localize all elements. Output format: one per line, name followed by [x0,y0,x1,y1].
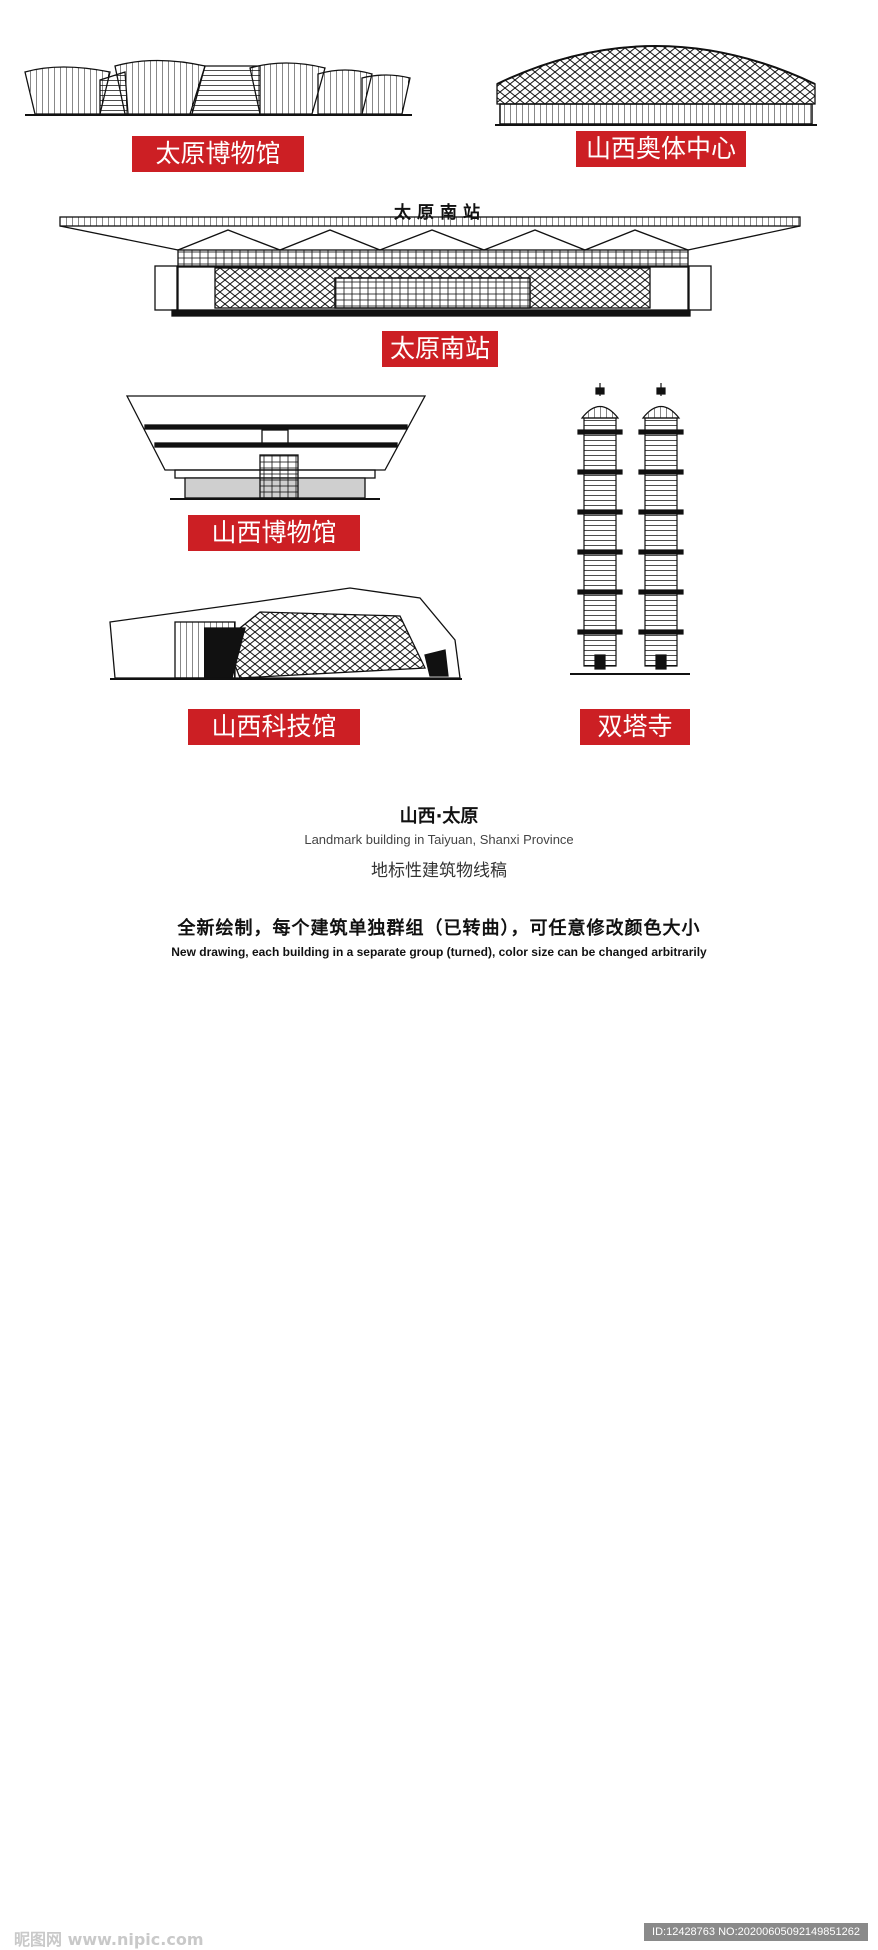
station-sign-text: 太原南站 [394,203,486,223]
science-museum-drawing [109,587,462,680]
twin-pagodas-drawing [570,383,690,675]
label-science-museum: 山西科技馆 [188,709,360,745]
label-twin-pagodas: 双塔寺 [580,709,690,745]
watermark-footer: 昵图网 www.nipic.com ID:12428763 NO:2020060… [0,960,878,1949]
sports-center-drawing [495,45,817,126]
caption-subtitle-cn: 地标性建筑物线稿 [371,861,507,881]
caption-subtitle-en: Landmark building in Taiyuan, Shanxi Pro… [304,832,574,847]
south-station-drawing [59,216,801,317]
label-shanxi-museum: 山西博物馆 [188,515,360,551]
taiyuan-museum-drawing [24,59,412,116]
label-taiyuan-museum: 太原博物馆 [132,136,304,172]
shanxi-museum-drawing [125,395,427,500]
landmark-illustrations [24,45,817,680]
watermark-site: 昵图网 www.nipic.com [14,1930,204,1949]
label-south-station: 太原南站 [382,331,498,367]
label-sports-center: 山西奥体中心 [576,131,746,167]
watermark-id: ID:12428763 NO:20200605092149851262 [644,1923,868,1941]
note-en: New drawing, each building in a separate… [171,945,707,959]
note-cn: 全新绘制，每个建筑单独群组（已转曲），可任意修改颜色大小 [177,918,701,939]
caption-title: 山西·太原 [399,806,479,827]
